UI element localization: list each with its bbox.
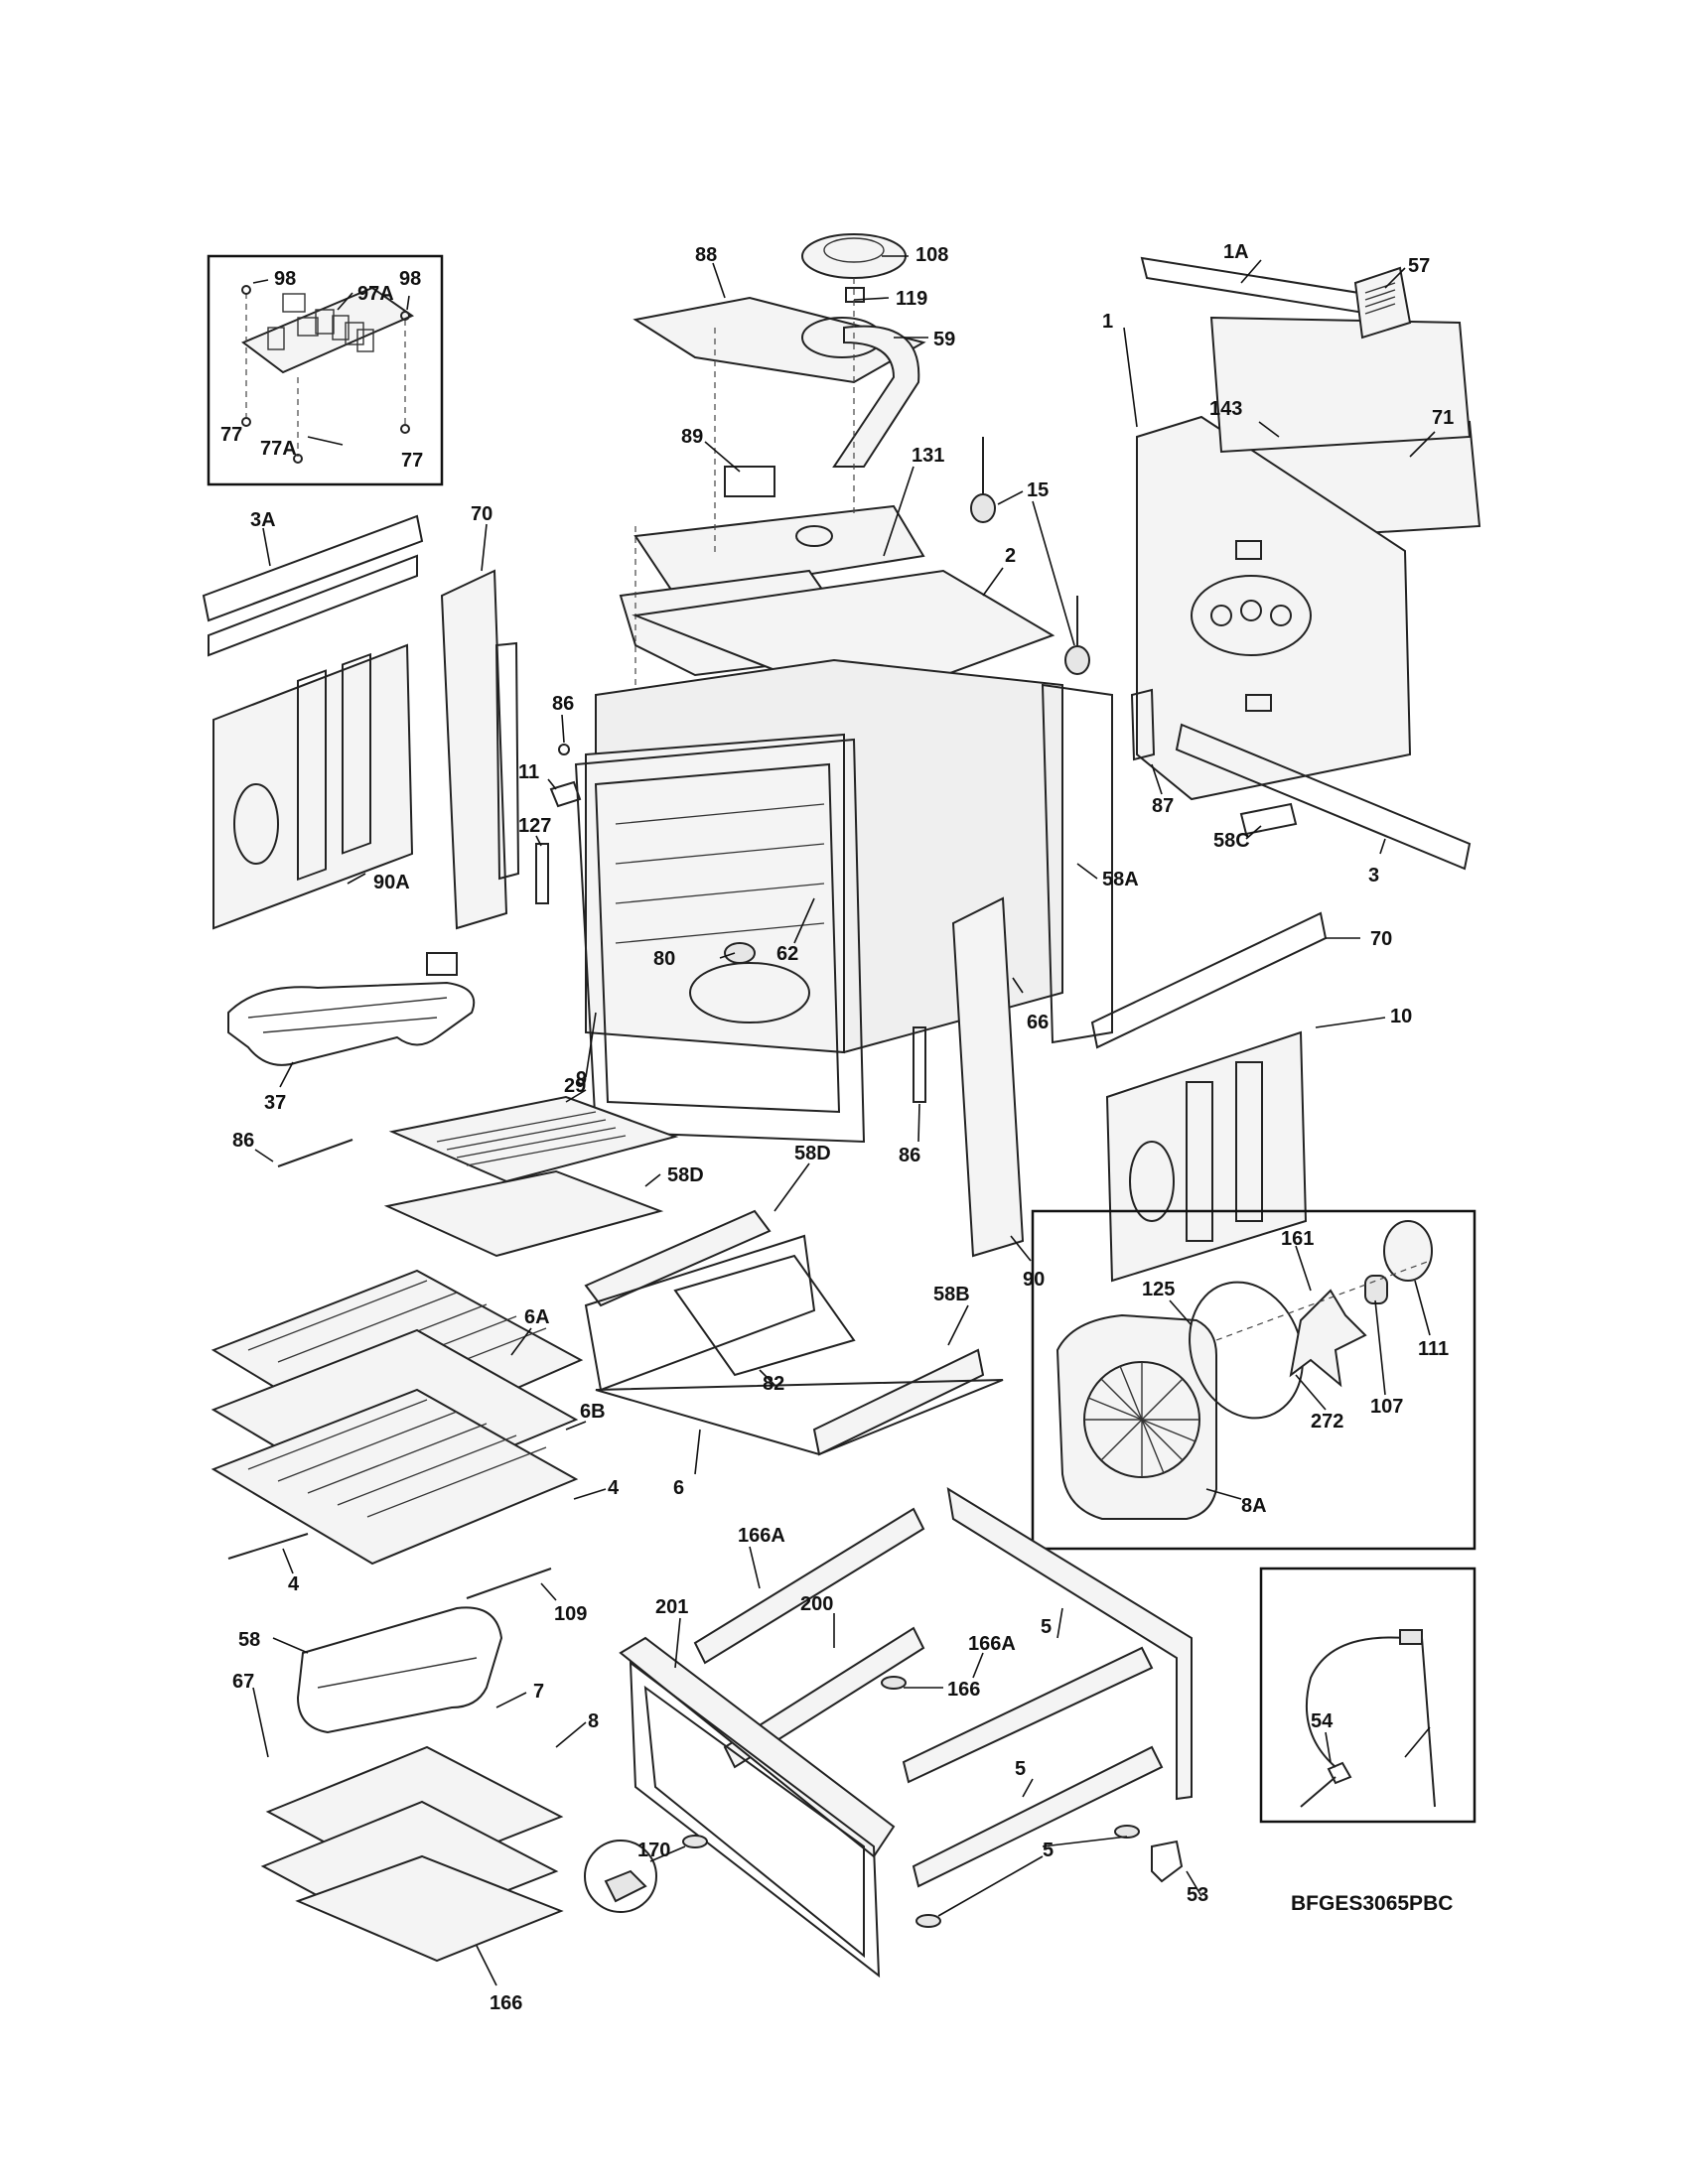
callout-108: 108 (915, 244, 948, 266)
callout-131: 131 (912, 445, 944, 467)
callout-89: 89 (681, 426, 703, 448)
callout-71: 71 (1432, 407, 1454, 429)
callout-125: 111 (1418, 1338, 1449, 1360)
callout-58c: 58A (1102, 869, 1139, 890)
callout-5-top: 166 (947, 1679, 980, 1701)
callout-5-right: 5 (1043, 1840, 1054, 1861)
callout-10: 9 (576, 1068, 587, 1090)
callout-4-right: 109 (554, 1603, 587, 1625)
callout-2: 2 (1005, 545, 1016, 567)
callout-70-left: 90A (373, 872, 410, 893)
front-strips (913, 896, 1032, 1262)
callout-200: 201 (655, 1596, 688, 1618)
callout-37: 86 (232, 1130, 254, 1152)
broil-element (227, 952, 476, 1088)
callout-6a: 6B (580, 1401, 606, 1423)
callout-107: 8A (1241, 1495, 1267, 1517)
front-frame (584, 1162, 1004, 1475)
callout-29-cavity: 62 (776, 943, 798, 965)
callout-82: 6 (673, 1477, 684, 1499)
convection-fan-inset (1031, 1209, 1477, 1551)
callout-12: 11 (518, 761, 539, 783)
callout-86-left: 127 (518, 815, 551, 837)
callout-143: 143 (1209, 398, 1242, 420)
callout-66: 37 (264, 1092, 286, 1114)
right-side-panel (1090, 911, 1386, 1283)
callout-58b: 82 (763, 1373, 784, 1395)
callout-58: 67 (232, 1671, 254, 1693)
callout-127: 80 (653, 948, 675, 970)
callout-8: 166 (490, 1992, 522, 2014)
callout-29-top: 86 (552, 693, 574, 715)
callout-58a: 66 (1027, 1012, 1049, 1033)
small-parts-left (535, 714, 582, 904)
rear-brackets (1130, 688, 1472, 871)
callout-166a-right: 5 (1015, 1758, 1026, 1780)
callout-88: 88 (695, 244, 717, 266)
rear-panels (1123, 256, 1481, 801)
callout-15: 15 (1027, 479, 1049, 501)
callout-4-left: 4 (288, 1573, 300, 1595)
callout-59: 59 (933, 329, 955, 350)
callout-109: 161 (1281, 1228, 1314, 1250)
callout-57: 57 (1408, 255, 1430, 277)
model-code: BFGES3065PBC (1291, 1892, 1453, 1915)
control-board-inset (207, 254, 444, 486)
callout-77-left: 77 (220, 424, 242, 446)
callout-166a-left: 200 (800, 1593, 833, 1615)
callout-7: 8 (588, 1710, 599, 1732)
callout-77-right: 77 (401, 450, 423, 472)
callout-166-right: 166A (968, 1633, 1016, 1655)
left-side-panel (202, 514, 424, 930)
callout-70-right: 10 (1390, 1006, 1412, 1027)
callout-3a: 3A (250, 509, 276, 531)
callout-53: 54 (1311, 1710, 1334, 1732)
insulation-strip-90a (440, 523, 520, 930)
callout-58d-right: 58B (933, 1284, 970, 1305)
sensor-probes (970, 437, 1090, 675)
callout-8a: 58 (238, 1629, 260, 1651)
callout-86-right: 86 (899, 1145, 920, 1166)
callout-111: 272 (1311, 1411, 1343, 1433)
callout-119: 119 (896, 288, 927, 310)
callout-201: 5 (1041, 1616, 1052, 1638)
callout-98-left: 98 (274, 268, 296, 290)
callout-80: 87 (1152, 795, 1174, 817)
callout-6: 6A (524, 1306, 550, 1328)
callout-1a: 1A (1223, 241, 1249, 263)
base-frame (584, 1487, 1202, 1979)
callout-62: 58C (1213, 830, 1250, 852)
callout-161: 125 (1142, 1279, 1175, 1300)
oven-racks (211, 1269, 607, 1601)
callout-77a: 77A (260, 438, 297, 460)
callout-67: 7 (533, 1681, 544, 1703)
oven-cavity (574, 658, 1113, 1144)
callout-11: 29 (564, 1075, 586, 1097)
meat-probe-inset (1259, 1567, 1477, 1824)
callout-98-right: 98 (399, 268, 421, 290)
bake-element (252, 1606, 587, 1986)
callout-58d-top: 58D (794, 1143, 831, 1164)
callout-9: 58D (667, 1164, 704, 1186)
callout-6b: 4 (608, 1477, 620, 1499)
callout-166-left: 166A (738, 1525, 785, 1547)
broil-pan (254, 1089, 679, 1258)
callout-3: 70 (1370, 928, 1392, 950)
callout-272: 107 (1370, 1396, 1403, 1418)
callout-97a: 97A (357, 283, 394, 305)
callout-87: 3 (1368, 865, 1379, 887)
callout-90a: 70 (471, 503, 492, 525)
callout-5-left: 170 (637, 1840, 670, 1861)
callout-1: 1 (1102, 311, 1113, 333)
callout-170: 53 (1187, 1884, 1208, 1906)
